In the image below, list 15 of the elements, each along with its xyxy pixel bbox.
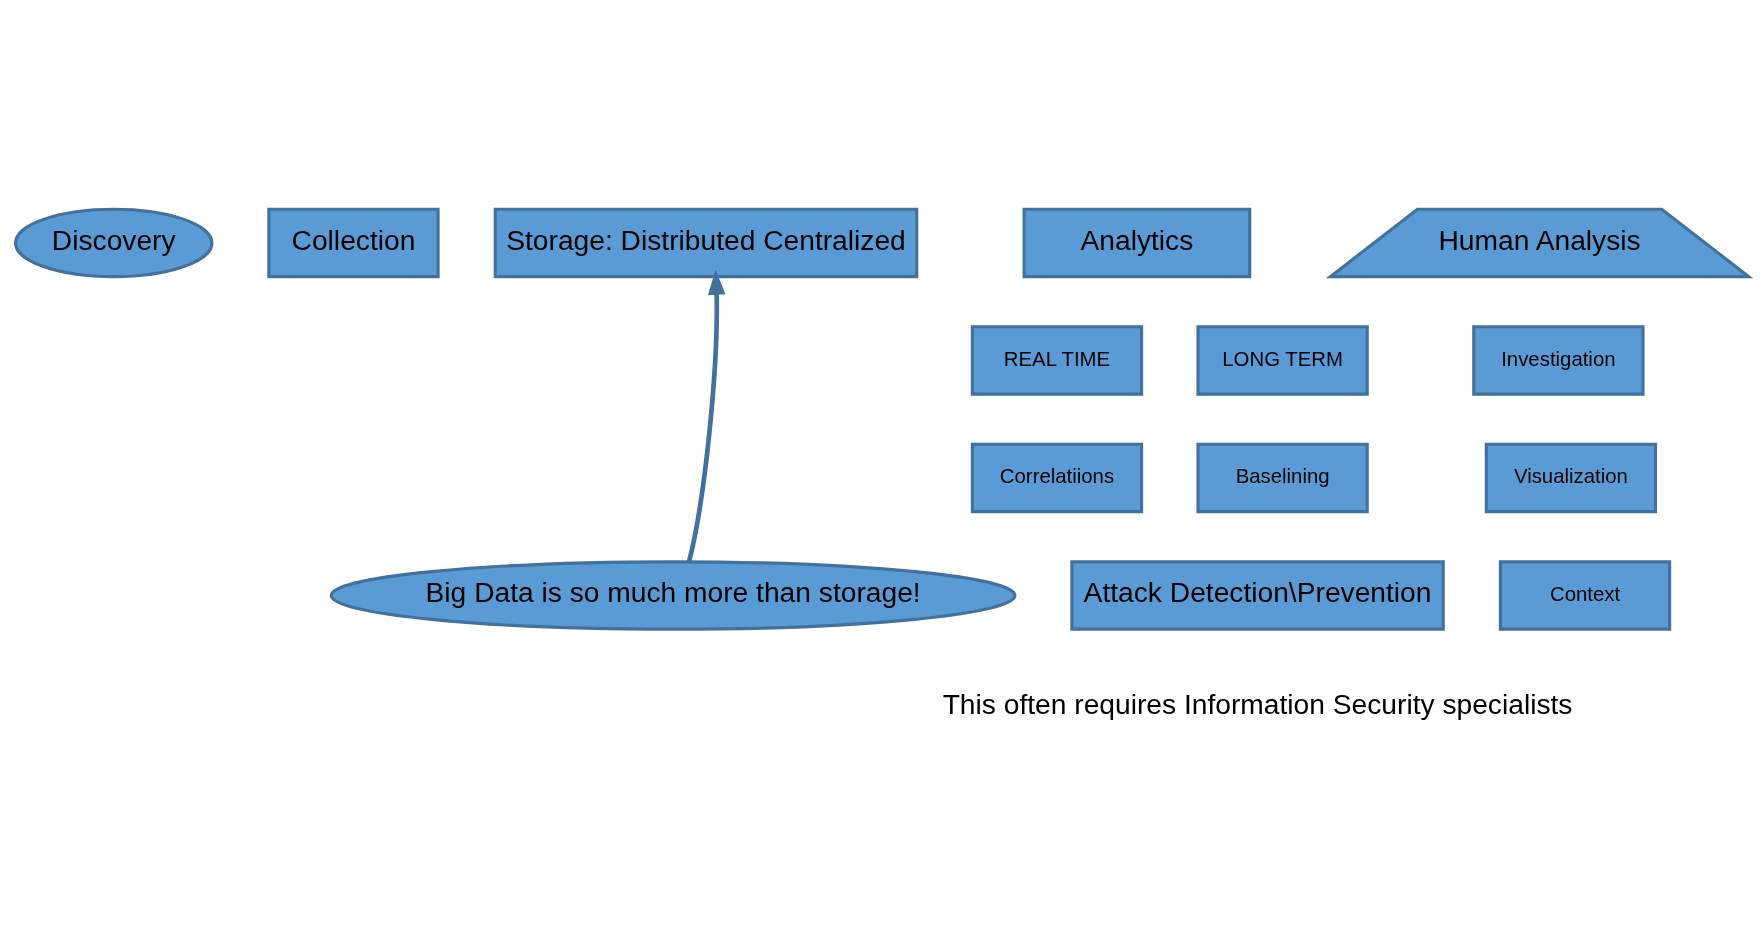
node-box: REAL TIME (970, 325, 1144, 396)
node-ellipse: Big Data is so much more than storage! (329, 560, 1017, 631)
node-box: Investigation (1472, 325, 1645, 396)
arrow (686, 269, 726, 563)
node-box: Attack Detection\Prevention (1070, 560, 1445, 631)
node-box: Collection (267, 207, 440, 279)
node-box: Analytics (1022, 207, 1252, 279)
node-box: Correlatiions (970, 442, 1144, 514)
node-box: Storage: Distributed Centralized (493, 207, 919, 279)
node-box: Baselining (1196, 442, 1369, 514)
node-box: Context (1498, 560, 1672, 631)
node-box: Visualization (1484, 442, 1658, 514)
label: This often requires Information Security specialists (942, 688, 1573, 721)
node-box: LONG TERM (1196, 325, 1369, 396)
node-ellipse: Discovery (13, 207, 214, 279)
